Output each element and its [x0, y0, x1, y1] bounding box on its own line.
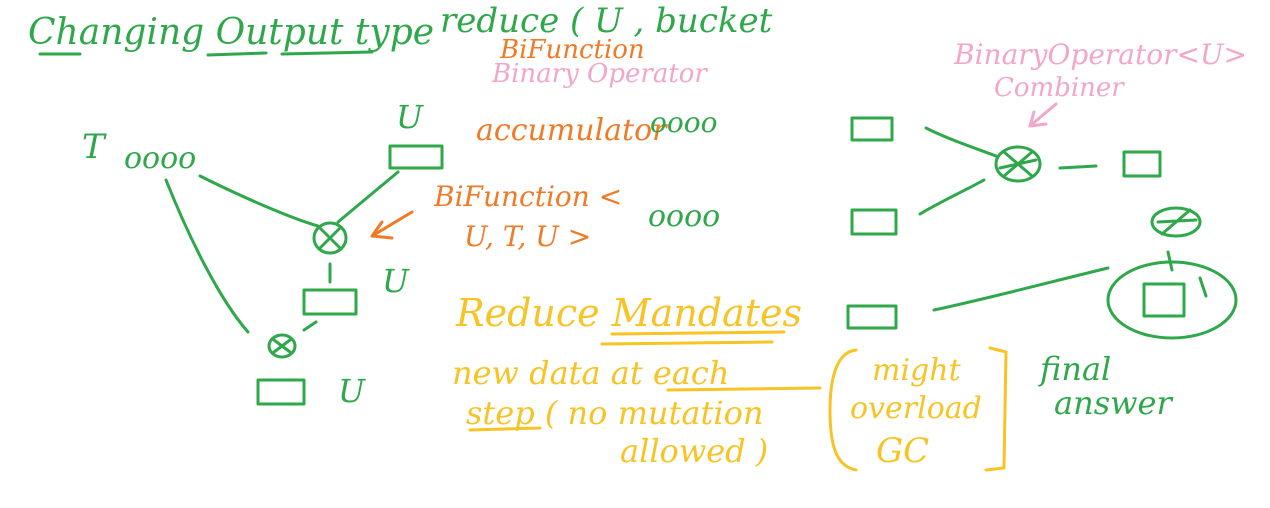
- combiner-node-lower: [1150, 206, 1202, 238]
- reduce-call-text: reduce ( U , bucket: [440, 1, 773, 41]
- title-text: Changing Output type: [28, 12, 434, 53]
- bifunction-signature-line2: U, T, U >: [464, 220, 591, 253]
- binary-operator-right-label: BinaryOperator<U>: [953, 38, 1247, 71]
- bracket-right: [984, 346, 1008, 472]
- t-elements-text: oooo: [124, 141, 196, 176]
- binary-operator-top-label: Binary Operator: [491, 59, 708, 89]
- u-box-bottom: [256, 378, 306, 406]
- final-line2: answer: [1054, 384, 1173, 422]
- middle-elements: oooo: [648, 199, 720, 234]
- edge-box1-to-combiner: [924, 126, 998, 158]
- title-underline-2: [206, 51, 268, 57]
- partial-box-4: [1122, 150, 1162, 178]
- edge-box-mid-to-op2: [302, 320, 318, 332]
- new-data-line1: new data at each: [452, 354, 729, 392]
- accumulator-elements: oooo: [650, 106, 717, 139]
- edge-t-to-op1: [198, 174, 320, 228]
- accumulator-label: accumulator: [476, 113, 668, 148]
- combiner-node-upper: [994, 145, 1042, 183]
- edge-u-to-op1: [336, 170, 400, 224]
- edge-combiner-to-box4: [1058, 164, 1098, 170]
- arrow-to-operator: [370, 210, 414, 240]
- partial-box-3: [846, 304, 898, 330]
- edge-t-to-op2: [164, 178, 250, 334]
- edge-box2-to-combiner: [918, 178, 986, 216]
- u-box-mid: [302, 288, 358, 316]
- step-underline: [468, 426, 542, 432]
- operator-node-upper: [312, 221, 348, 255]
- title-underline-3: [280, 50, 374, 56]
- bifunction-top-label: BiFunction: [499, 35, 645, 65]
- combiner-label: Combiner: [994, 73, 1125, 103]
- bifunction-signature-line1: BiFunction <: [433, 180, 622, 213]
- partial-box-2: [850, 208, 898, 236]
- at-each-underline: [666, 386, 822, 392]
- reduce-mandates-text: Reduce Mandates: [455, 291, 802, 335]
- partial-box-1: [850, 116, 894, 142]
- new-data-line3: allowed ): [620, 432, 768, 470]
- var-u-bottom-label: U: [338, 372, 366, 410]
- final-result-circle: [1106, 260, 1238, 340]
- final-line1: final: [1038, 350, 1111, 388]
- combiner-arrow: [1028, 102, 1058, 128]
- new-data-line2: step ( no mutation: [466, 394, 763, 432]
- might-line3: GC: [876, 431, 929, 471]
- edge-box3-to-final: [932, 266, 1110, 312]
- might-line2: overload: [850, 391, 982, 426]
- bracket-left: [828, 348, 858, 472]
- var-u-mid-label: U: [382, 262, 410, 300]
- var-u-top-label: U: [396, 98, 424, 136]
- reduce-mandates-underline: [600, 330, 786, 346]
- operator-node-lower: [267, 333, 297, 359]
- might-line1: might: [872, 353, 962, 388]
- var-t-label: T: [82, 127, 107, 167]
- u-box-top: [388, 144, 444, 170]
